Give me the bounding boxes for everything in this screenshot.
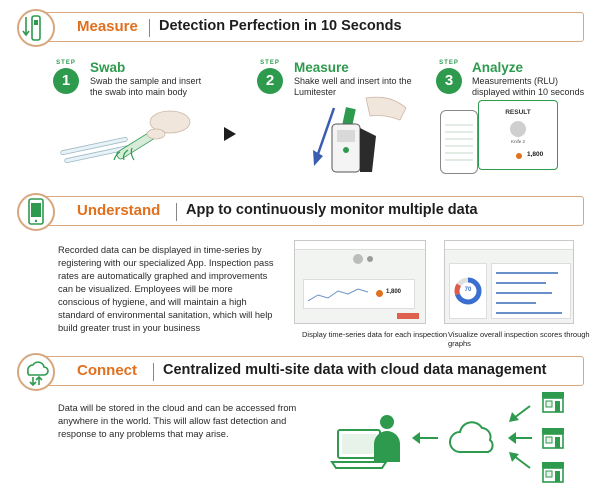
measure-section-header: Measure Detection Perfection in 10 Secon… [17, 9, 584, 47]
panel-value: 1,800 [386, 289, 402, 295]
app-action-button [397, 313, 419, 319]
bar-row [496, 292, 552, 294]
step-1-badge: STEP 1 [52, 60, 80, 94]
step-2-title: Measure [294, 60, 349, 75]
step-1-title: Swab [90, 60, 126, 75]
settings-icon [367, 256, 373, 262]
score-panel: 70 [449, 263, 487, 319]
app-title-bar [295, 241, 425, 250]
caption-time-series: Display time-series data for each inspec… [302, 330, 448, 339]
bar-row [496, 312, 562, 314]
connect-section-header: Connect Centralized multi-site data with… [17, 353, 584, 391]
step-number: 1 [53, 68, 79, 94]
arrow-left-icon [412, 432, 438, 444]
title-separator [149, 19, 151, 37]
line-graph-thumbnail [308, 288, 368, 302]
bar-row [496, 282, 546, 284]
step-1-text: Swab the sample and insert the swab into… [90, 76, 202, 97]
lumitester-icon [17, 9, 55, 47]
store-icon [542, 462, 564, 483]
store-icon [542, 392, 564, 413]
title-separator [153, 363, 155, 381]
result-status-icon [516, 153, 522, 159]
arrow-in-icon [509, 452, 531, 469]
measure-title: Measure [77, 18, 138, 35]
step-2-badge: STEP 2 [256, 60, 284, 94]
smartphone-icon [17, 193, 55, 231]
result-value: 1,800 [527, 151, 544, 158]
bars-panel [491, 263, 571, 319]
phone-mockup [440, 110, 478, 174]
step-word: STEP [260, 60, 280, 66]
understand-section-header: Understand App to continuously monitor m… [17, 193, 584, 231]
result-sub: Knife 2 [510, 139, 525, 144]
swab-illustration [60, 110, 191, 164]
bar-row [496, 272, 558, 274]
store-icon [542, 428, 564, 449]
bar-row [496, 302, 536, 304]
step-3-text: Measurements (RLU) displayed within 10 s… [472, 76, 585, 97]
data-panel: 1,800 [303, 279, 415, 309]
step-word: STEP [439, 60, 459, 66]
arrow-in-icon [509, 405, 531, 422]
step-3-badge: STEP 3 [435, 60, 463, 94]
step-number: 3 [436, 68, 462, 94]
phone-screen-lines [445, 119, 473, 165]
result-card: RESULT Knife 2 1,800 [478, 100, 558, 170]
avatar [353, 254, 363, 264]
measure-subtitle: Detection Perfection in 10 Seconds [159, 18, 402, 34]
understand-subtitle: App to continuously monitor multiple dat… [186, 202, 478, 218]
step-3-title: Analyze [472, 60, 524, 75]
understand-title: Understand [77, 202, 161, 219]
status-dot-icon [376, 290, 383, 297]
connect-title: Connect [77, 362, 137, 379]
triangle-arrow-icon [224, 127, 236, 141]
app-title-bar [445, 241, 573, 250]
result-gauge-icon [510, 121, 526, 137]
understand-body-text: Recorded data can be displayed in time-s… [58, 245, 274, 333]
donut-chart [454, 277, 482, 305]
app-screenshot-time-series: 1,800 [294, 240, 426, 324]
caption-graphs: Visualize overall inspection scores thro… [448, 330, 590, 348]
connect-body-text: Data will be stored in the cloud and can… [58, 403, 297, 439]
step-number: 2 [257, 68, 283, 94]
connect-subtitle: Centralized multi-site data with cloud d… [163, 362, 547, 378]
step-word: STEP [56, 60, 76, 66]
step-2-text: Shake well and insert into the Lumiteste… [294, 76, 412, 97]
cloud-transfer-icon [17, 353, 55, 391]
arrow-left-icon [508, 432, 532, 444]
app-screenshot-graphs: 70 [444, 240, 574, 324]
lumitester-device-illustration [313, 96, 407, 173]
donut-score: 70 [464, 287, 472, 293]
result-title: RESULT [505, 109, 531, 116]
title-separator [176, 203, 178, 221]
person-icon [374, 415, 400, 462]
cloud-icon [449, 421, 494, 453]
